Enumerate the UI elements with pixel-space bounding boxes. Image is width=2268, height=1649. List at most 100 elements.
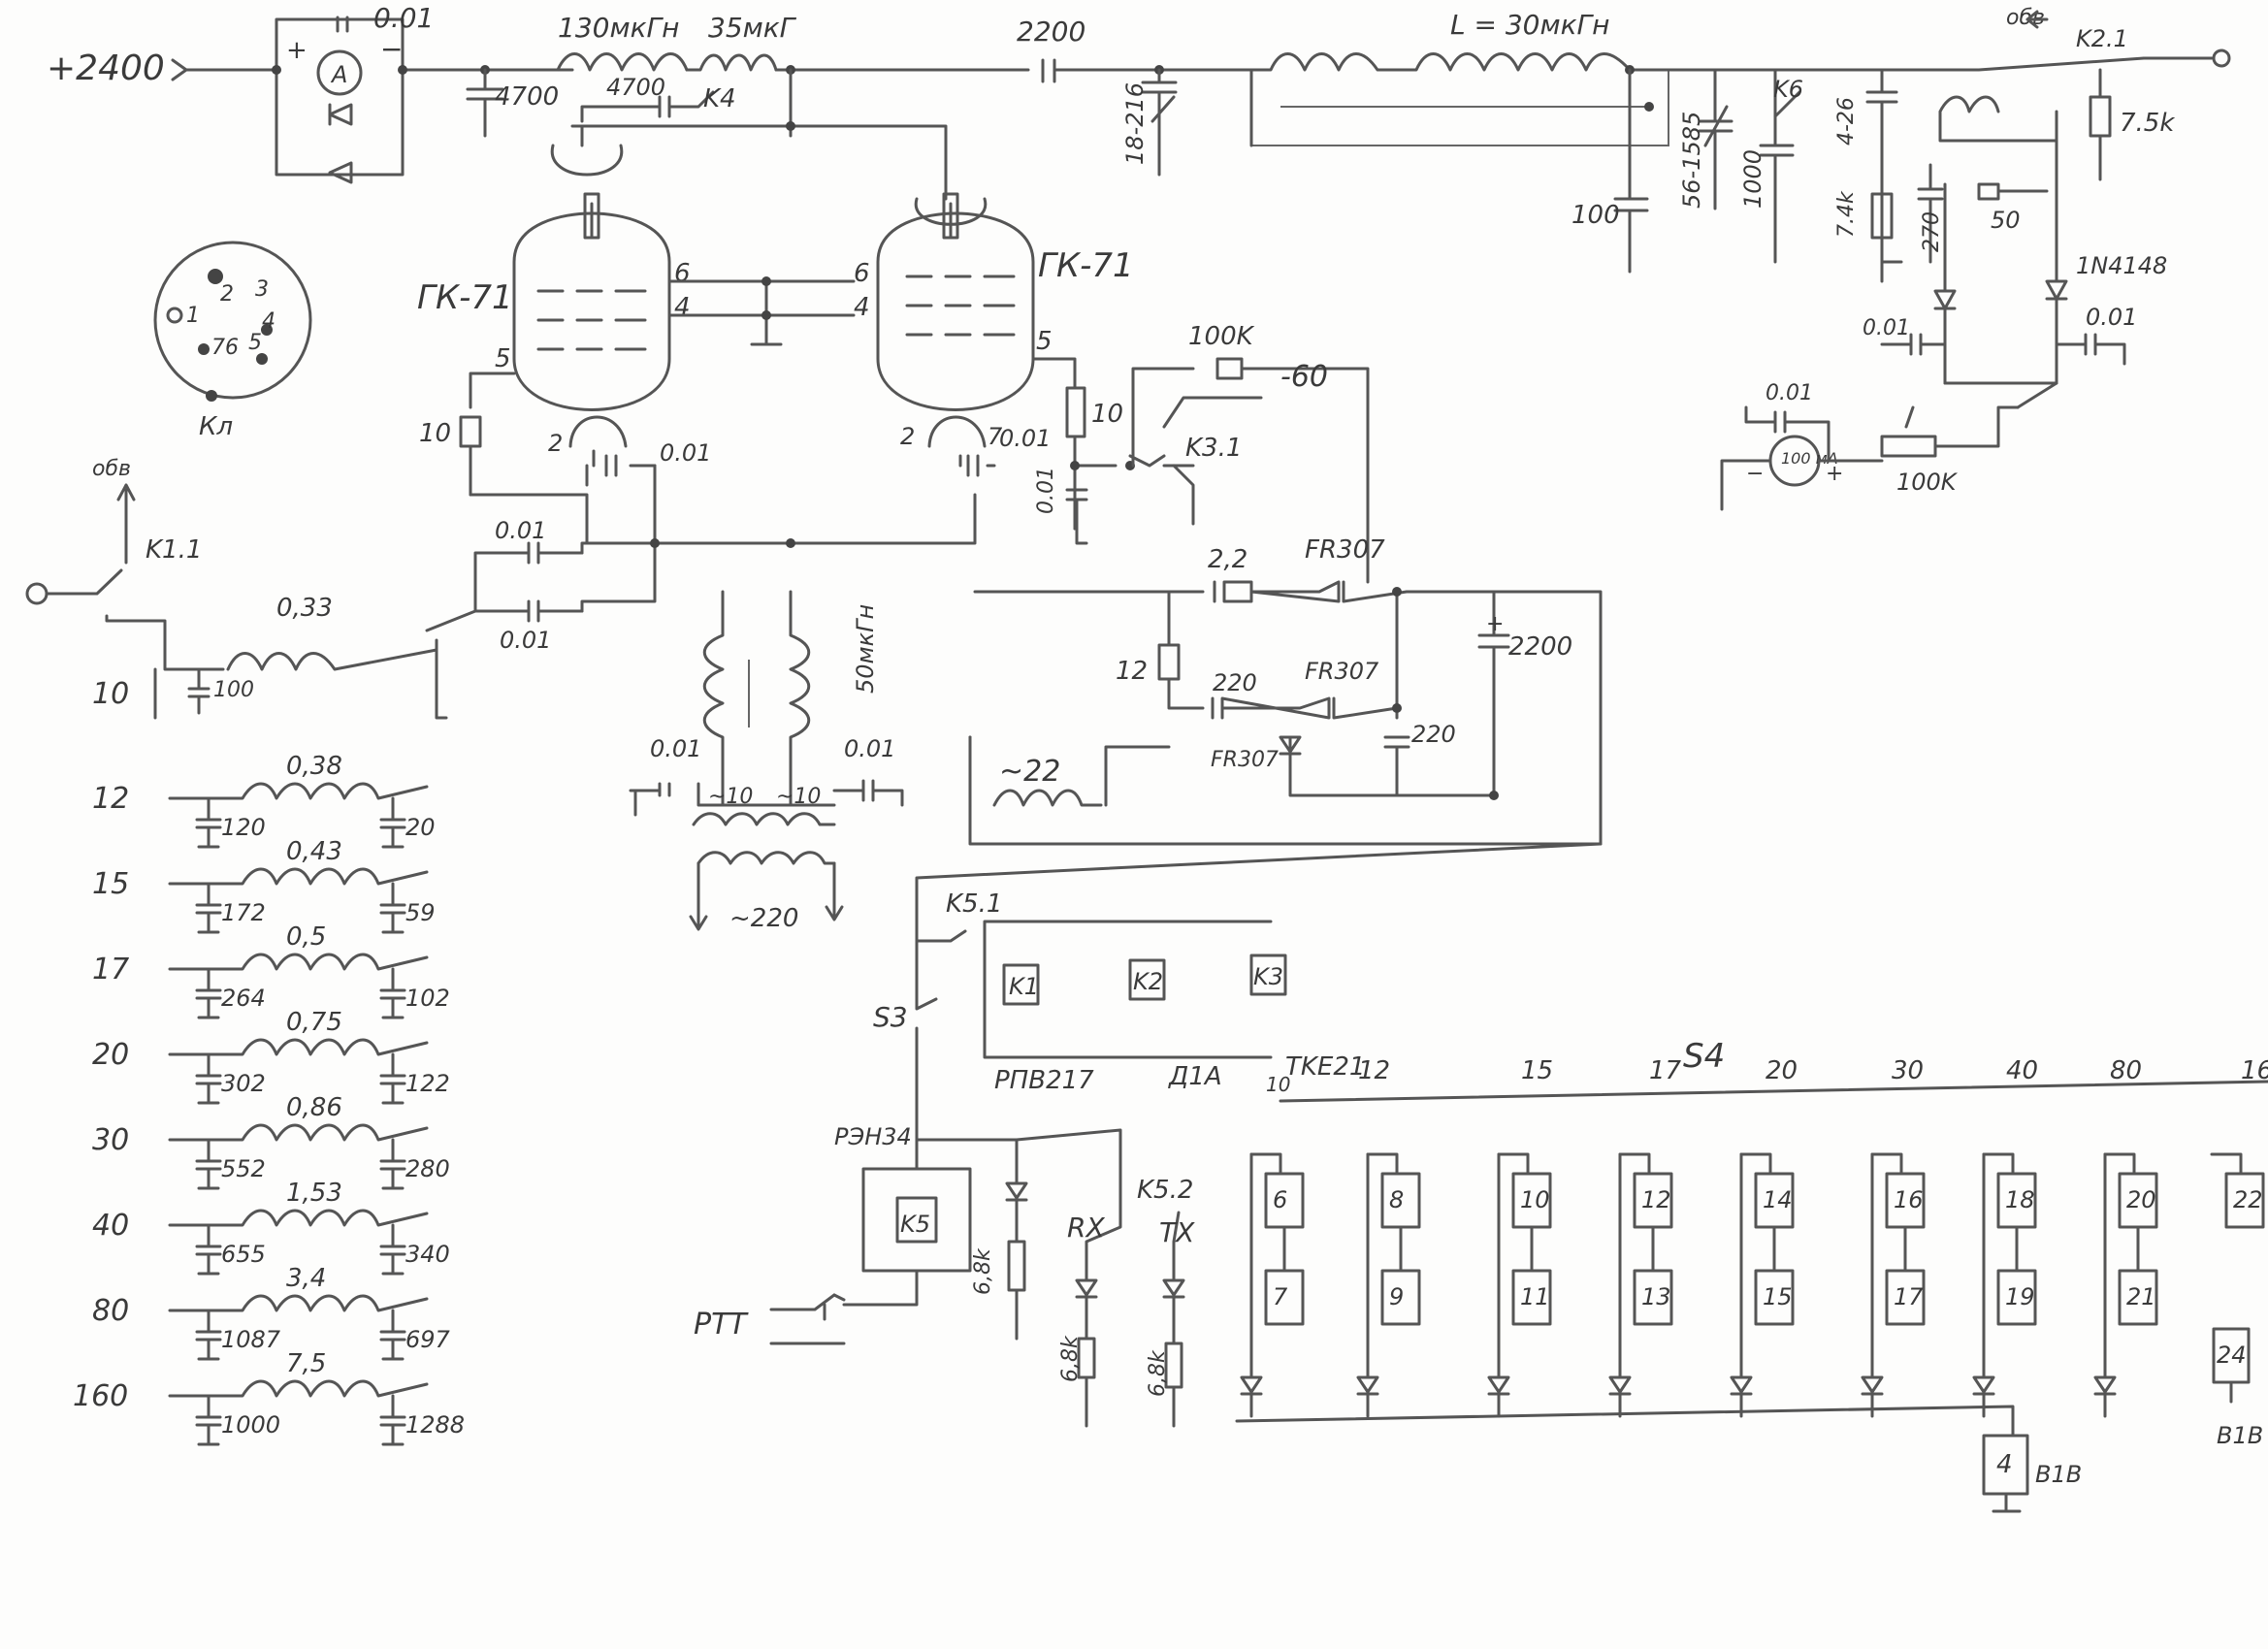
svg-text:0.01: 0.01	[844, 735, 895, 762]
svg-text:S3: S3	[873, 1001, 908, 1033]
band-inductor-label: 0,38	[286, 752, 342, 781]
svg-text:−: −	[1746, 462, 1764, 486]
svg-text:~22: ~22	[999, 755, 1060, 789]
svg-text:6: 6	[674, 259, 691, 288]
svg-text:K2.1: K2.1	[2076, 25, 2128, 52]
diode-b	[328, 161, 353, 184]
relay-number: 18	[2005, 1186, 2035, 1213]
svg-text:+: +	[286, 36, 308, 65]
svg-text:K3: K3	[1253, 963, 1283, 990]
svg-text:100: 100	[1571, 201, 1620, 230]
svg-text:Д1А: Д1А	[1168, 1062, 1222, 1091]
band-cap1-label: 1000	[221, 1411, 280, 1439]
hv-supply-label: +2400	[47, 48, 165, 88]
band-label: 10	[92, 677, 129, 711]
relay-number: 9	[1389, 1283, 1404, 1310]
tube-right: ГК-71 6 4 5 2 7 10 0.01	[854, 178, 1134, 531]
band-label: 12	[92, 782, 129, 816]
svg-text:4700: 4700	[606, 74, 665, 101]
svg-text:TX: TX	[1159, 1216, 1195, 1248]
s4-bus	[1279, 1080, 2268, 1103]
relay-chain-12: 89	[1356, 1152, 1421, 1418]
relay-chain-160: 22	[2210, 1152, 2265, 1229]
svg-text:−: −	[380, 33, 403, 65]
svg-text:FR307: FR307	[1305, 535, 1385, 565]
band-cap2-label: 59	[405, 899, 436, 926]
ammeter	[316, 49, 363, 96]
svg-text:+: +	[1826, 462, 1843, 486]
svg-text:РЭН34: РЭН34	[834, 1123, 912, 1150]
relay-24: 24 В1В	[2212, 1327, 2263, 1449]
relay-number: 21	[2126, 1283, 2156, 1310]
svg-text:2: 2	[900, 423, 915, 450]
relay-number: 15	[1763, 1283, 1793, 1310]
band-inductor-label: 0,43	[286, 837, 342, 866]
svg-text:50: 50	[1991, 207, 2021, 234]
relay-number: 8	[1389, 1186, 1404, 1213]
relay-number: 12	[1641, 1186, 1671, 1213]
svg-text:130мкГн: 130мкГн	[558, 12, 679, 44]
s4-label-160: 160	[2241, 1056, 2268, 1085]
svg-text:100 мА: 100 мА	[1781, 449, 1838, 468]
band-label: 15	[92, 867, 129, 901]
band-label: 80	[92, 1294, 129, 1328]
svg-text:2200: 2200	[1508, 632, 1572, 662]
relay-number: 17	[1894, 1283, 1924, 1310]
svg-text:В1В: В1В	[2035, 1461, 2082, 1488]
svg-text:6,8k: 6,8k	[1058, 1335, 1083, 1382]
band-cap2-label: 340	[405, 1241, 450, 1268]
svg-text:4: 4	[1996, 1450, 2013, 1479]
band-inductor-label: 0,5	[286, 922, 326, 952]
svg-text:6,8k: 6,8k	[971, 1247, 995, 1295]
svg-text:18-216: 18-216	[1121, 82, 1149, 165]
relay-22	[2224, 1172, 2265, 1229]
svg-text:7.4k: 7.4k	[1834, 190, 1859, 238]
band-cap2-label: 1288	[405, 1411, 465, 1439]
svg-text:50мкГн: 50мкГн	[852, 604, 879, 694]
s4-label-10: 10	[1266, 1073, 1290, 1096]
relay-number: 20	[2126, 1186, 2156, 1213]
svg-text:0.01: 0.01	[650, 735, 701, 762]
svg-text:0.01: 0.01	[1034, 467, 1058, 514]
band-label: 160	[73, 1379, 128, 1413]
screen-grid-wiring	[667, 279, 856, 346]
svg-text:6: 6	[225, 336, 239, 360]
svg-text:K1.1: K1.1	[146, 535, 202, 565]
svg-text:56-1585: 56-1585	[1678, 112, 1705, 209]
svg-text:2,2: 2,2	[1208, 545, 1247, 574]
svg-text:-60: -60	[1280, 360, 1328, 394]
svg-text:1000: 1000	[1739, 149, 1766, 209]
band-cap2-label: 20	[405, 814, 436, 841]
filament-transformer: 50мкГн 0.01 0.01 ~10 ~10 ~220	[629, 590, 904, 933]
svg-text:7: 7	[988, 423, 1003, 450]
relay-number: 7	[1273, 1283, 1288, 1310]
relay-number: 14	[1763, 1186, 1793, 1213]
svg-text:K6: K6	[1773, 76, 1803, 103]
band-label: 17	[92, 953, 129, 986]
svg-text:24: 24	[2217, 1342, 2247, 1369]
svg-text:K1: K1	[1009, 973, 1039, 1000]
svg-text:K5.1: K5.1	[946, 889, 1002, 919]
svg-text:K3.1: K3.1	[1185, 434, 1242, 463]
svg-text:10: 10	[1091, 400, 1123, 429]
svg-text:K5.2: K5.2	[1137, 1176, 1193, 1205]
band-inductor-label: 1,53	[286, 1179, 342, 1208]
band-label: 20	[92, 1038, 129, 1072]
svg-text:0.01: 0.01	[2086, 304, 2137, 331]
s4-label-30: 30	[1892, 1056, 1924, 1085]
band-filter-10: 10	[92, 677, 129, 711]
svg-text:RX: RX	[1067, 1212, 1105, 1244]
svg-text:5: 5	[495, 344, 511, 373]
svg-text:3: 3	[255, 277, 269, 302]
band-cap1-label: 172	[221, 899, 266, 926]
svg-text:7: 7	[211, 336, 225, 360]
